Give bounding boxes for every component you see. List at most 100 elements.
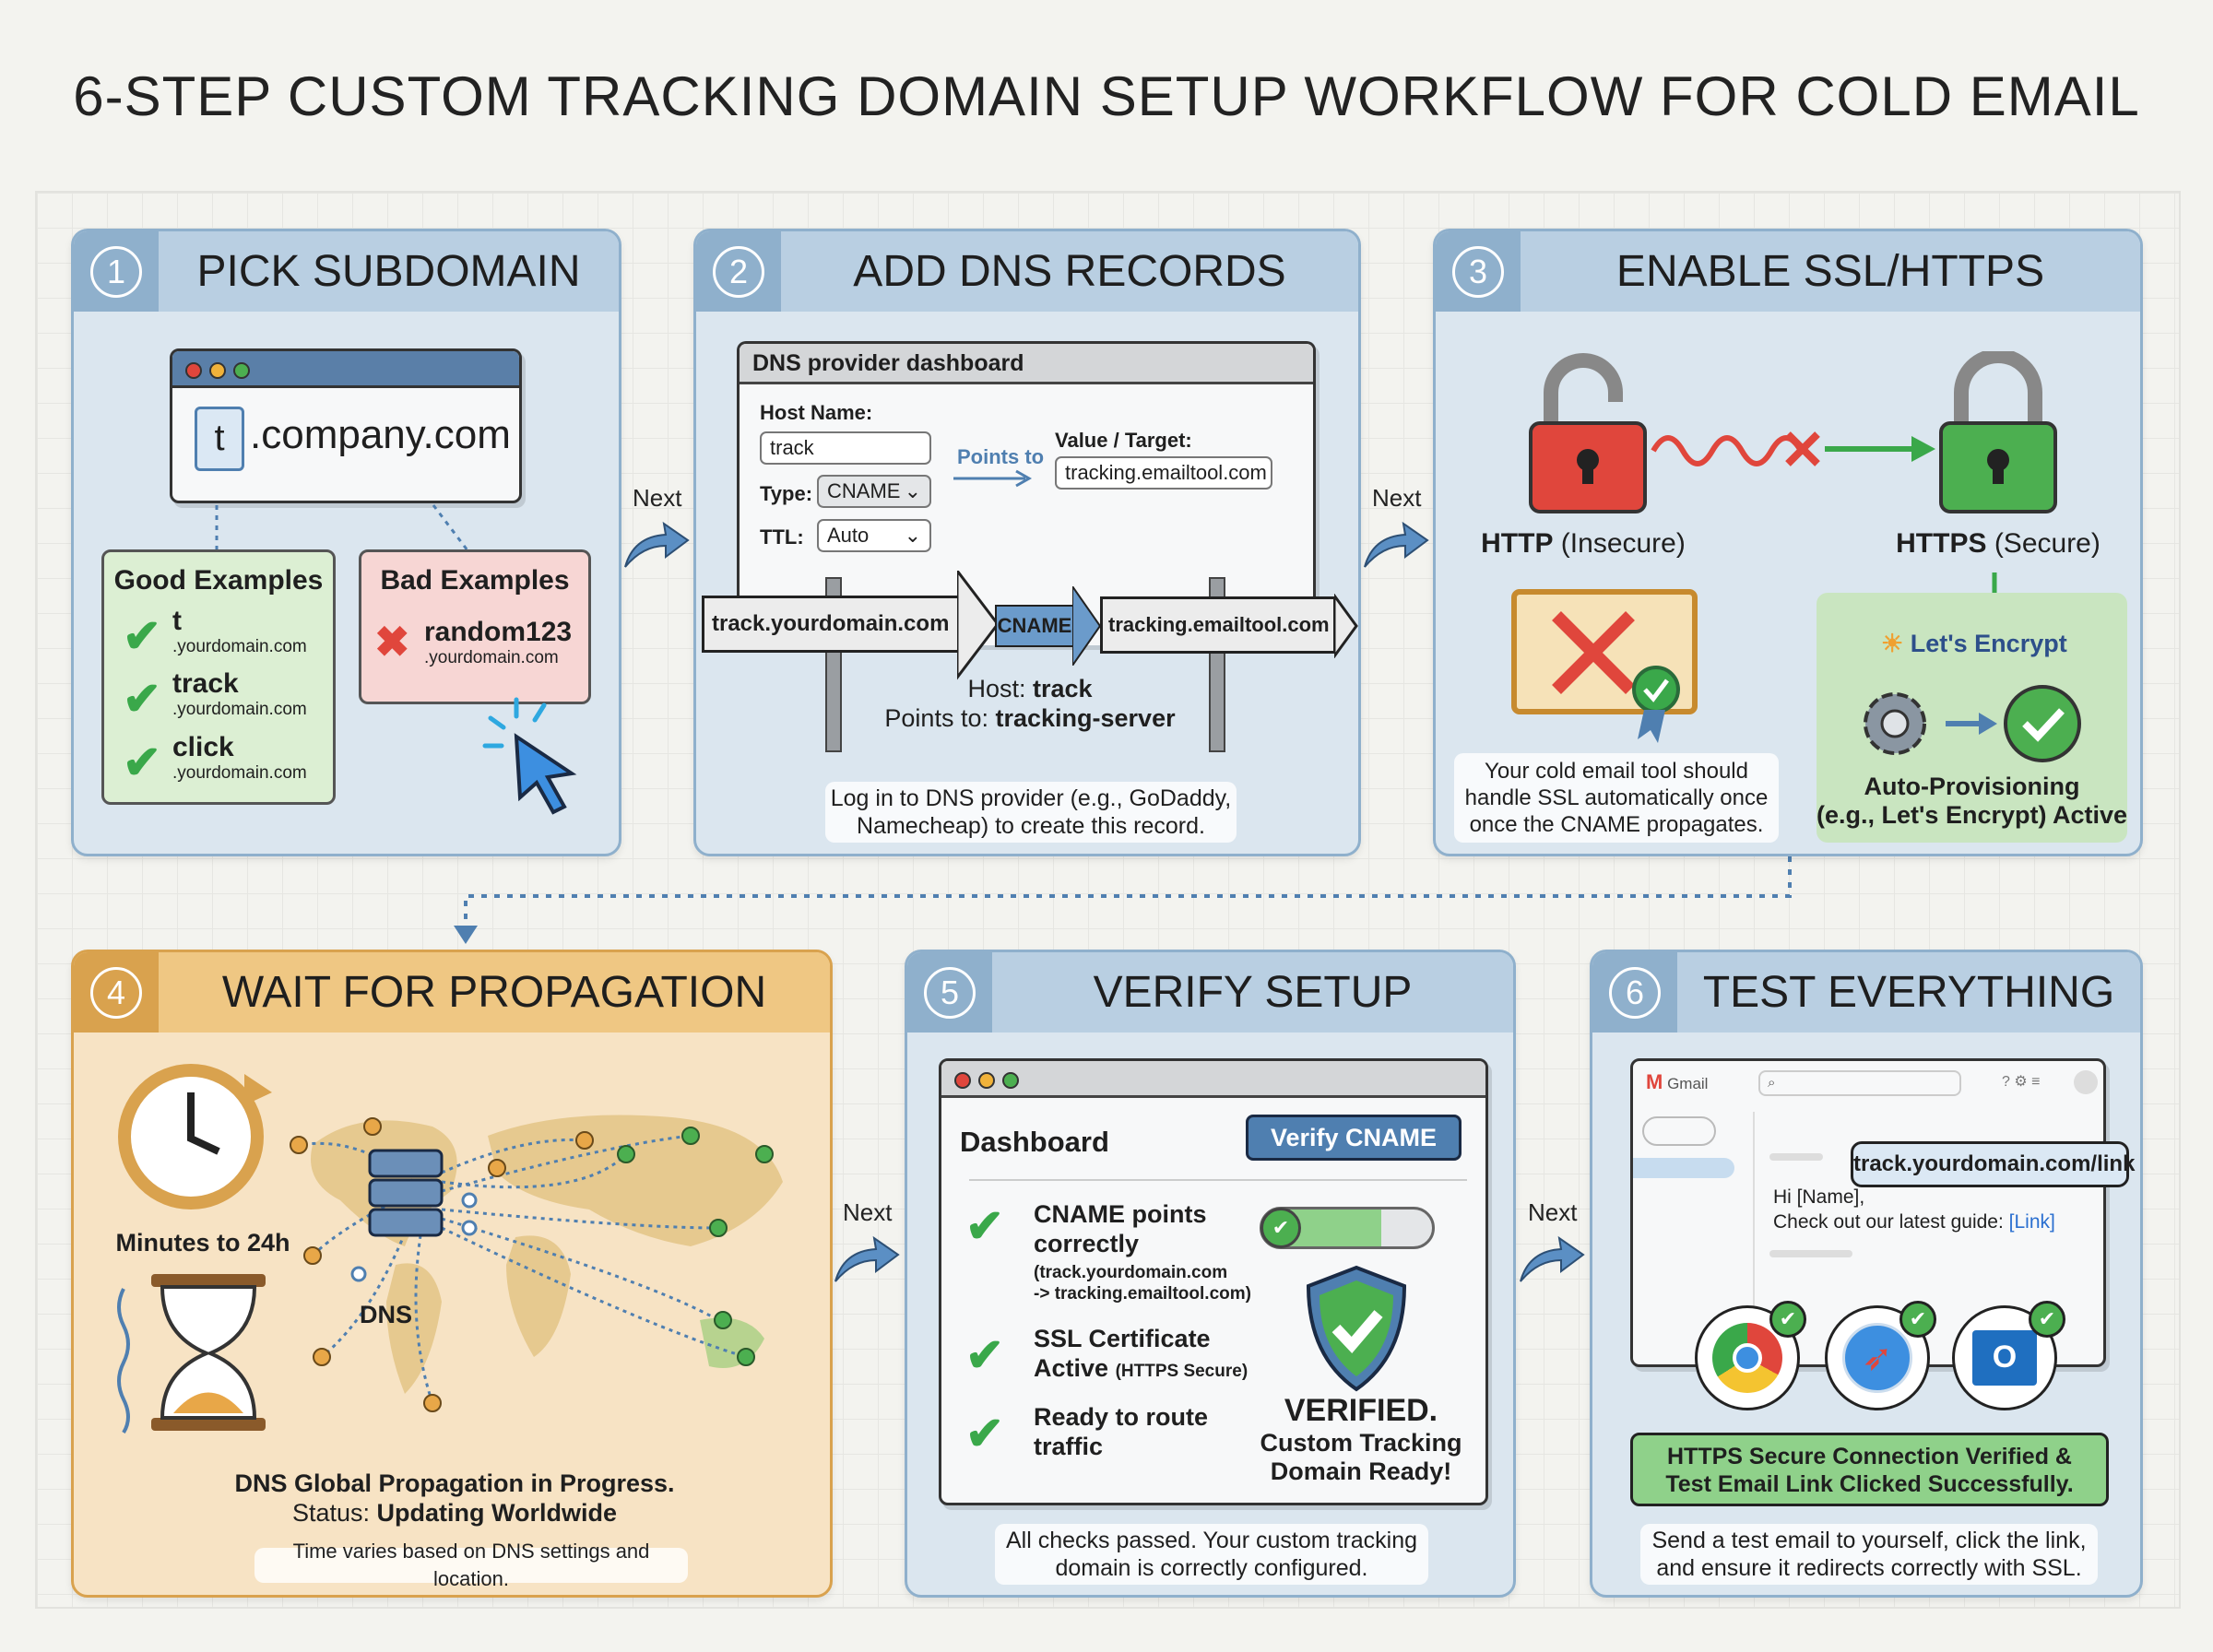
safari-browser-icon: ➶	[1825, 1305, 1930, 1410]
dashboard-title: Dashboard	[960, 1126, 1109, 1158]
check-badge-icon: ✔	[2029, 1301, 2065, 1338]
subdomain-box: t	[195, 407, 244, 471]
step-title: TEST EVERYTHING	[1702, 968, 2115, 1017]
email-body: Hi [Name],Check out our latest guide: [L…	[1773, 1186, 2055, 1233]
verify-cname-button[interactable]: Verify CNAME	[1246, 1115, 1462, 1161]
https-label: HTTPS (Secure)	[1896, 528, 2101, 559]
good-example: ✔click.yourdomain.com	[123, 732, 307, 788]
check-icon: ✔	[123, 610, 161, 662]
chevron-down-icon: ⌄	[904, 524, 921, 547]
check-icon: ✔	[965, 1408, 1004, 1459]
next-arrow-icon	[624, 521, 690, 568]
next-label: Next	[843, 1198, 893, 1226]
sign-arrow-tip	[957, 571, 1000, 680]
step-note: Send a test email to yourself, click the…	[1640, 1524, 2098, 1585]
dotted-lines	[215, 504, 472, 555]
email-link[interactable]: [Link]	[2008, 1211, 2055, 1233]
auto-provisioning-icon	[1864, 685, 2081, 762]
next-arrow-icon	[834, 1235, 900, 1282]
check-icon: ✔	[965, 1200, 1004, 1252]
step-number: 6	[1609, 966, 1661, 1019]
gear-icon: ⚙	[2014, 1074, 2028, 1090]
step-number: 1	[90, 245, 142, 298]
lets-encrypt-box: ☀ Let's Encrypt Auto-Provisioning(e.g., …	[1817, 593, 2127, 843]
link-tooltip: track.yourdomain.com/link	[1851, 1141, 2135, 1187]
next-arrow-icon	[1520, 1235, 1585, 1282]
sign-target: tracking.emailtool.com	[1100, 596, 1336, 654]
step-title: VERIFY SETUP	[1093, 968, 1413, 1017]
window-controls	[185, 362, 250, 379]
sign-arrow-tip	[1334, 594, 1358, 658]
good-example: ✔track.yourdomain.com	[123, 668, 307, 725]
step-title: PICK SUBDOMAIN	[196, 247, 581, 296]
clock-icon	[118, 1064, 272, 1210]
verified-shield-icon	[1306, 1265, 1407, 1392]
unlocked-padlock-icon	[1529, 353, 1647, 513]
world-map-propagation	[290, 1115, 783, 1412]
ttl-select[interactable]: Auto⌄	[817, 519, 931, 552]
gmail-logo: M Gmail	[1646, 1070, 1709, 1093]
check-icon: ✔	[123, 673, 161, 725]
help-icon: ?	[2002, 1074, 2010, 1090]
ttl-label: TTL:	[760, 525, 804, 549]
dashboard-title: DNS provider dashboard	[740, 344, 1313, 384]
step-number: 5	[924, 966, 976, 1019]
compose-button[interactable]	[1642, 1116, 1716, 1146]
avatar[interactable]	[2074, 1070, 2098, 1094]
check-badge-icon: ✔	[1769, 1301, 1806, 1338]
panel-header: 6 TEST EVERYTHING	[1592, 952, 2140, 1032]
cname-arrow: CNAME	[995, 605, 1074, 647]
invalid-certificate-icon	[1511, 589, 1698, 743]
step-5-panel: 5 VERIFY SETUP Dashboard Verify CNAME ✔ C…	[905, 950, 1516, 1598]
step-number: 3	[1452, 245, 1504, 298]
success-banner: HTTPS Secure Connection Verified &Test E…	[1630, 1433, 2109, 1506]
propagation-status: DNS Global Propagation in Progress. Stat…	[234, 1469, 675, 1527]
browser-window: t .company.com	[170, 348, 522, 503]
step-1-panel: 1 PICK SUBDOMAIN t .company.com Good Exam…	[71, 229, 621, 856]
gmail-icon: M	[1646, 1070, 1663, 1093]
type-label: Type:	[760, 482, 813, 505]
next-label: Next	[633, 484, 682, 512]
target-input[interactable]: tracking.emailtool.com	[1055, 456, 1272, 490]
type-select[interactable]: CNAME⌄	[817, 475, 931, 508]
lets-encrypt-logo-icon: ☀	[1881, 630, 1904, 657]
search-input[interactable]: ⌕	[1758, 1070, 1961, 1096]
step-note: Log in to DNS provider (e.g., GoDaddy,Na…	[825, 782, 1237, 843]
step-note: Time varies based on DNS settings and lo…	[254, 1540, 688, 1590]
panel-header: 1 PICK SUBDOMAIN	[74, 231, 619, 312]
target-label: Value / Target:	[1055, 429, 1192, 452]
next-label: Next	[1372, 484, 1422, 512]
x-icon: ✖	[374, 618, 410, 666]
step-title: WAIT FOR PROPAGATION	[221, 968, 767, 1017]
step-6-panel: 6 TEST EVERYTHING M Gmail ⌕ ? ⚙ ≡ Hi [Nam…	[1590, 950, 2143, 1598]
sign-source: track.yourdomain.com	[702, 596, 960, 653]
step-title: ADD DNS RECORDS	[853, 247, 1286, 296]
menu-icon: ≡	[2031, 1074, 2041, 1090]
search-icon: ⌕	[1768, 1075, 1776, 1091]
check-icon: ✔	[965, 1329, 1004, 1381]
good-heading: Good Examples	[113, 565, 324, 596]
good-examples-box: Good Examples ✔t.yourdomain.com ✔track.y…	[101, 549, 336, 805]
http-label: HTTP (Insecure)	[1481, 528, 1686, 559]
auto-provisioning-label: Auto-Provisioning(e.g., Let's Encrypt) A…	[1817, 773, 2127, 829]
good-example: ✔t.yourdomain.com	[123, 606, 307, 662]
chevron-down-icon: ⌄	[904, 479, 921, 502]
cname-arrow-tip	[1072, 586, 1102, 666]
bad-examples-box: Bad Examples ✖random123.yourdomain.com	[359, 549, 591, 704]
verification-toggle[interactable]: ✔	[1260, 1207, 1435, 1249]
sidebar-inbox[interactable]	[1633, 1158, 1734, 1178]
next-arrow-icon	[1364, 521, 1429, 568]
arrow-right-icon	[953, 469, 1033, 488]
host-name-input[interactable]: track	[760, 431, 931, 465]
